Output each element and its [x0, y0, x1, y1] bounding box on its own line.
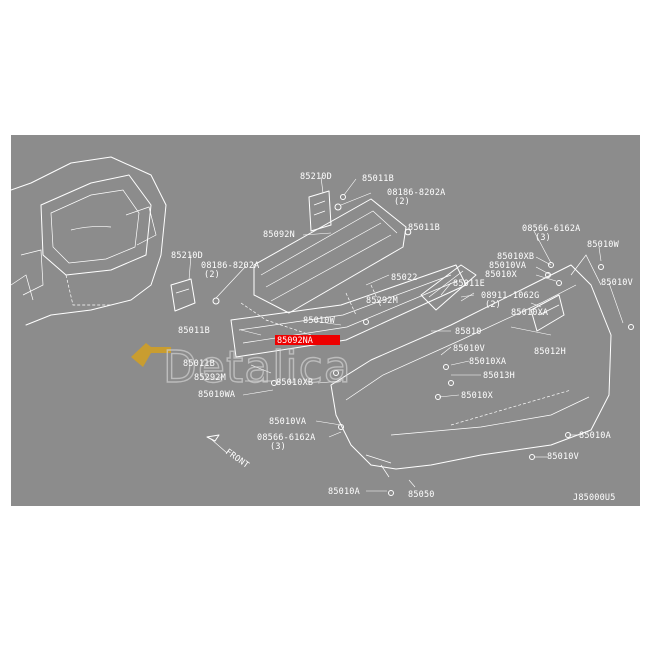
- wrench-icon: [131, 343, 171, 367]
- part-label: 85010X: [461, 391, 494, 401]
- part-label: 85010V: [547, 452, 579, 462]
- part-label: 85292M: [194, 373, 226, 383]
- part-label: 08566-6162A: [522, 224, 581, 234]
- part-label: 85010WA: [198, 390, 235, 400]
- leader-lines: [188, 176, 624, 492]
- bumper-reinforcement: [240, 198, 407, 336]
- part-label: 08186-8202A: [387, 188, 446, 198]
- part-label: 85010XB: [276, 378, 313, 388]
- part-label: 85010VA: [489, 261, 526, 271]
- watermark-logo: Detalica: [131, 341, 352, 394]
- part-labels: 85210D 85011B 08186-8202A (2) 85092N 850…: [171, 172, 633, 500]
- parts-diagram: FRONT Detalica 85210D 85011B 08186-8202A…: [11, 135, 640, 506]
- part-label: 85010A: [328, 487, 360, 497]
- part-label: (2): [204, 270, 220, 280]
- part-label: 85011B: [362, 174, 394, 184]
- vehicle-rear-outline: [11, 156, 167, 326]
- diagram-background: [11, 135, 640, 506]
- bumper-fascia: [330, 254, 612, 478]
- highlight-marker: [275, 335, 340, 345]
- part-label: 85010V: [601, 278, 633, 288]
- part-label: 85011B: [178, 326, 210, 336]
- part-label: 08566-6162A: [257, 433, 316, 443]
- part-label: 85010XA: [469, 357, 506, 367]
- part-label: 85210D: [171, 251, 203, 261]
- part-label: 85010W: [303, 316, 336, 326]
- part-label: (2): [485, 300, 501, 310]
- part-label: 85050: [408, 490, 435, 500]
- part-label: 85210D: [300, 172, 332, 182]
- part-label: 85022: [391, 273, 418, 283]
- bracket-85210d: [308, 190, 346, 232]
- highlighted-part-label: 85092NA: [277, 336, 313, 346]
- watermark-text: Detalica: [163, 342, 352, 393]
- part-label: 08186-8202A: [201, 261, 260, 271]
- part-label: 85010A: [579, 431, 611, 441]
- part-label: 85010VA: [269, 417, 306, 427]
- part-label: 85011B: [183, 359, 215, 369]
- part-label: (2): [394, 197, 410, 207]
- part-label: (3): [270, 442, 286, 452]
- part-label: 85010V: [453, 344, 485, 354]
- diagram-code: J85000U5: [573, 493, 616, 503]
- part-label: (3): [535, 233, 551, 243]
- part-label: 85011E: [453, 279, 485, 289]
- part-label: 85092N: [263, 230, 295, 240]
- part-label: 08911-1062G: [481, 291, 540, 301]
- part-label: 85010XB: [497, 252, 534, 262]
- part-label: 85010W: [587, 240, 620, 250]
- side-bracket-85012h: [530, 294, 565, 332]
- part-label: 85013H: [483, 371, 515, 381]
- part-label: 85012H: [534, 347, 566, 357]
- part-label: 85010XA: [511, 308, 548, 318]
- part-label: 85810: [455, 327, 482, 337]
- part-label: 85010X: [485, 270, 518, 280]
- part-label: 85292M: [366, 296, 398, 306]
- side-bracket-right: [420, 264, 477, 311]
- part-label: 85011B: [408, 223, 440, 233]
